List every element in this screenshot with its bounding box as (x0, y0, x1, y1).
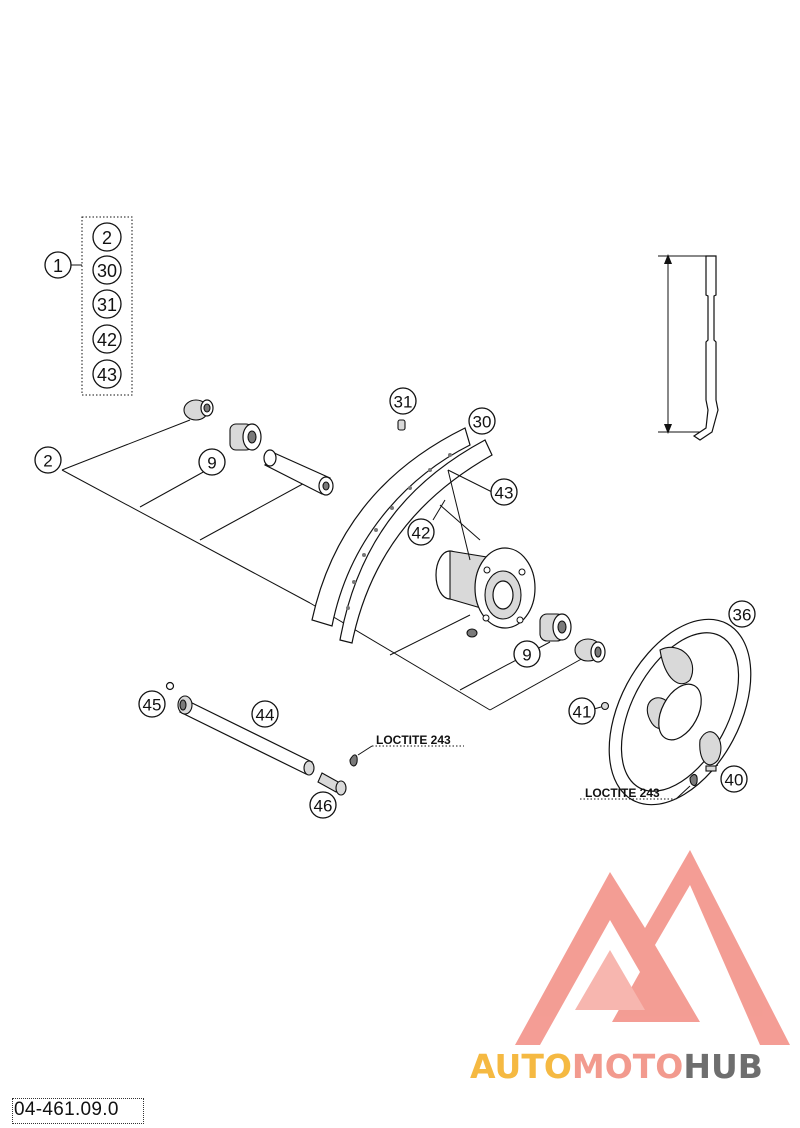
callout-36-circle (728, 600, 756, 628)
kit-item-31: 31 (97, 295, 117, 315)
brake-disc-part (608, 618, 752, 806)
watermark-inner-triangle-icon (575, 950, 645, 1010)
disc-screw-part (689, 764, 719, 787)
kit-item-circle (92, 289, 122, 319)
spoke-leaders (432, 469, 493, 561)
watermark-auto: AUTO (470, 1047, 572, 1086)
watermark-logo (515, 850, 790, 1045)
ball-part (165, 681, 175, 691)
kit-item-30: 30 (97, 261, 117, 281)
callout-36: 36 (733, 606, 752, 625)
drawing-number-box (12, 1098, 144, 1124)
callout-41-circle (568, 697, 596, 725)
kit-item-circle (92, 255, 122, 285)
kit-item-42: 42 (97, 330, 117, 350)
dimension-arrow-top (664, 254, 672, 264)
loctite-label-disc: LOCTITE 243 (585, 786, 660, 800)
callout-30: 30 (473, 413, 492, 432)
callout-46: 46 (314, 797, 333, 816)
kit-item-circle (92, 222, 122, 252)
rim-part (311, 427, 493, 644)
watermark-moto: MOTO (572, 1047, 683, 1086)
callout-42-circle (407, 518, 435, 546)
bearing-lower (539, 613, 572, 642)
kit-box (81, 216, 133, 396)
spoke-nipple-part (397, 419, 406, 431)
spoke-part (692, 255, 719, 441)
hub-part (435, 547, 536, 638)
callout-30-circle (468, 407, 496, 435)
callout-9-upper: 9 (207, 454, 216, 473)
loctite-note-disc: LOCTITE 243 (580, 785, 691, 800)
assembly-axis-lines (61, 419, 586, 711)
callout-45: 45 (143, 696, 162, 715)
callout-9-upper-circle (198, 448, 226, 476)
callout-31: 31 (394, 393, 413, 412)
drawing-number: 04-461.09.0 (14, 1099, 119, 1120)
spacer-lower (574, 638, 606, 663)
callout-41: 41 (573, 703, 592, 722)
spoke-detail (658, 254, 719, 441)
callout-1-circle (44, 251, 72, 279)
kit-item-circle (92, 359, 122, 389)
bearing-upper (229, 423, 262, 451)
callout-31-circle (389, 387, 417, 415)
callout-9-lower: 9 (522, 646, 531, 665)
callout-2: 2 (43, 452, 52, 471)
callout-43: 43 (495, 484, 514, 503)
watermark-hub: HUB (683, 1047, 763, 1086)
kit-item-43: 43 (97, 365, 117, 385)
dimension-arrow-bottom (664, 424, 672, 434)
callout-2-circle (34, 446, 62, 474)
kit-group: 1 2 30 31 42 43 (44, 216, 133, 396)
watermark-triangle-icon (515, 850, 790, 1045)
kit-item-circle (92, 324, 122, 354)
callout-43-circle (490, 478, 518, 506)
loctite-label-axle: LOCTITE 243 (376, 733, 451, 747)
callouts: 2 9 31 30 43 42 9 36 41 40 45 44 46 (34, 387, 756, 819)
nut-part (593, 701, 610, 711)
kit-item-2: 2 (102, 228, 112, 248)
spacer-upper (183, 399, 214, 421)
distance-sleeve (263, 449, 334, 496)
callout-44-circle (251, 700, 279, 728)
callout-44: 44 (256, 706, 275, 725)
callout-42: 42 (412, 524, 431, 543)
callout-1: 1 (53, 256, 63, 276)
callout-40: 40 (725, 771, 744, 790)
callout-40-circle (720, 765, 748, 793)
loctite-note-axle: LOCTITE 243 (357, 733, 464, 756)
callout-45-circle (138, 690, 166, 718)
axle-part (177, 695, 315, 776)
axle-screw-part (317, 754, 358, 796)
callout-9-lower-circle (513, 640, 541, 668)
callout-46-circle (309, 791, 337, 819)
watermark-text: AUTOMOTOHUB (470, 1047, 763, 1086)
